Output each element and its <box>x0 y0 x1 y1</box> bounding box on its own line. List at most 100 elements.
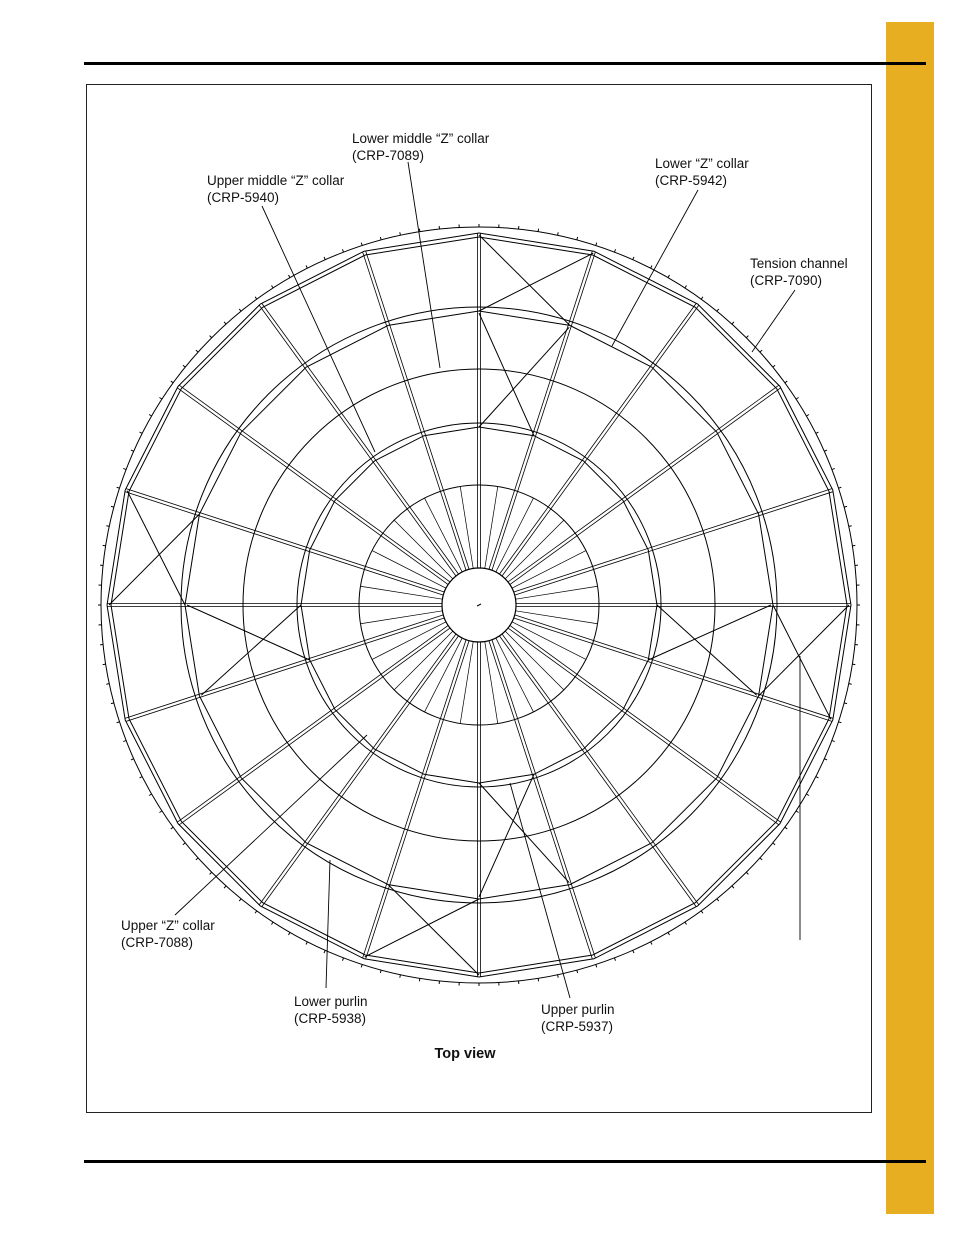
tension-bolt-tick <box>130 758 134 761</box>
tension-bolt-tick <box>139 431 143 434</box>
tension-bolt-tick <box>238 898 242 902</box>
leader-lines <box>174 161 801 999</box>
label-name: Lower purlin <box>294 994 368 1009</box>
leader-upper-middle-z-collar <box>261 205 376 453</box>
tension-bolt-tick <box>806 793 810 796</box>
rafter-line <box>488 250 593 570</box>
tension-bolt-tick <box>106 683 110 685</box>
tension-bolt-tick <box>731 885 735 889</box>
rafter-line <box>124 614 444 719</box>
tension-bolt-tick <box>772 364 776 368</box>
tension-bolt-tick <box>684 285 687 289</box>
rafter-line <box>258 633 457 906</box>
tension-bolt-tick <box>795 810 799 813</box>
footer-rule <box>84 1160 926 1163</box>
tension-bolt-tick <box>379 236 382 241</box>
rafter-line <box>509 625 782 823</box>
rafter-line <box>509 387 782 585</box>
inner-rafter-line <box>504 630 565 691</box>
tension-bolt-tick <box>223 885 227 889</box>
callout-tension-channel: Tension channel (CRP-7090) <box>750 255 848 289</box>
cross-brace-line <box>478 312 535 436</box>
tension-bolt-tick <box>323 950 326 954</box>
rafter-line <box>258 304 457 577</box>
tension-bolt-tick <box>745 335 749 339</box>
tension-channel-polygon <box>106 232 852 978</box>
tension-bolt-tick <box>632 256 635 260</box>
tension-bolt-tick <box>159 397 163 400</box>
tension-bolt-tick <box>824 758 828 761</box>
tension-bolt-tick <box>170 826 174 830</box>
leader-lower-z-collar <box>611 189 699 347</box>
tension-bolt-tick <box>759 349 763 353</box>
tension-bolt-tick <box>716 308 720 312</box>
rafter-line <box>514 491 834 596</box>
chapter-side-tab <box>886 22 934 1214</box>
tension-bolt-tick <box>305 265 308 269</box>
inner-rafter-line <box>515 610 598 625</box>
tension-bolt-tick <box>613 249 617 253</box>
tension-bolt-tick <box>684 921 687 925</box>
rafter-line <box>488 640 593 960</box>
rafter-line <box>362 639 467 959</box>
inner-rafter-line <box>424 497 463 573</box>
tension-bolt-tick <box>123 467 127 471</box>
tension-bolt-tick <box>254 296 258 300</box>
inner-rafter-line <box>393 630 454 691</box>
tension-bolt-tick <box>838 486 842 489</box>
tension-bolt-tick <box>595 964 598 968</box>
inner-rafter-line <box>504 519 565 580</box>
lower-middle-z-collar-ring <box>296 422 662 788</box>
tension-bolt-tick <box>576 969 579 974</box>
rafter-line <box>491 251 596 571</box>
tension-bolt-tick <box>110 702 115 705</box>
tension-bolt-tick <box>784 826 788 830</box>
tension-bolt-tick <box>650 265 653 269</box>
rafter-line <box>499 635 697 908</box>
label-name: Upper “Z” collar <box>121 918 215 933</box>
rafter-line <box>507 627 780 826</box>
rafter-line <box>365 640 470 960</box>
cross-brace-line <box>648 604 772 661</box>
tension-bolt-tick <box>700 296 704 300</box>
tension-bolt-tick <box>650 941 653 945</box>
leader-lower-purlin <box>325 859 331 989</box>
center-mark <box>476 603 482 607</box>
tension-bolt-tick <box>667 932 670 936</box>
rafter-line <box>499 302 697 575</box>
tension-bolt-tick <box>716 898 720 902</box>
tension-bolt-tick <box>341 957 345 961</box>
label-part-number: (CRP-7090) <box>750 273 823 288</box>
tension-bolt-tick <box>700 910 704 914</box>
inner-rafter-line <box>459 486 474 569</box>
cross-brace-line <box>108 513 200 606</box>
figure-frame <box>86 84 872 1113</box>
tension-bolt-tick <box>576 236 579 241</box>
tension-bolt-tick <box>182 364 186 368</box>
upper-middle-z-collar-ring <box>242 368 716 842</box>
cross-brace-line <box>758 604 850 697</box>
rafter-line <box>176 387 449 585</box>
tension-bolt-tick <box>182 842 186 846</box>
rafter-line <box>501 633 700 906</box>
leader-upper-z-collar <box>174 734 368 916</box>
rafter-line <box>362 251 467 571</box>
tension-bolt-tick <box>843 702 848 705</box>
tension-channel-polygon-inner <box>110 236 848 974</box>
tension-bolt-tick <box>341 249 345 253</box>
callout-lower-purlin: Lower purlin (CRP-5938) <box>294 993 368 1027</box>
label-part-number: (CRP-5937) <box>541 1019 614 1034</box>
tension-bolt-tick <box>632 950 635 954</box>
tension-bolt-tick <box>110 505 115 508</box>
rafter-line <box>178 384 451 583</box>
cross-brace-line <box>364 898 480 958</box>
tension-bolt-tick <box>130 449 134 452</box>
upper-z-collar-ring <box>358 484 600 726</box>
tension-bolt-tick <box>116 486 120 489</box>
cross-brace-line <box>478 234 571 326</box>
tension-bolt-tick <box>784 380 788 384</box>
rafter-line <box>514 614 834 719</box>
tension-bolt-tick <box>595 242 598 246</box>
inner-rafter-line <box>459 641 474 724</box>
